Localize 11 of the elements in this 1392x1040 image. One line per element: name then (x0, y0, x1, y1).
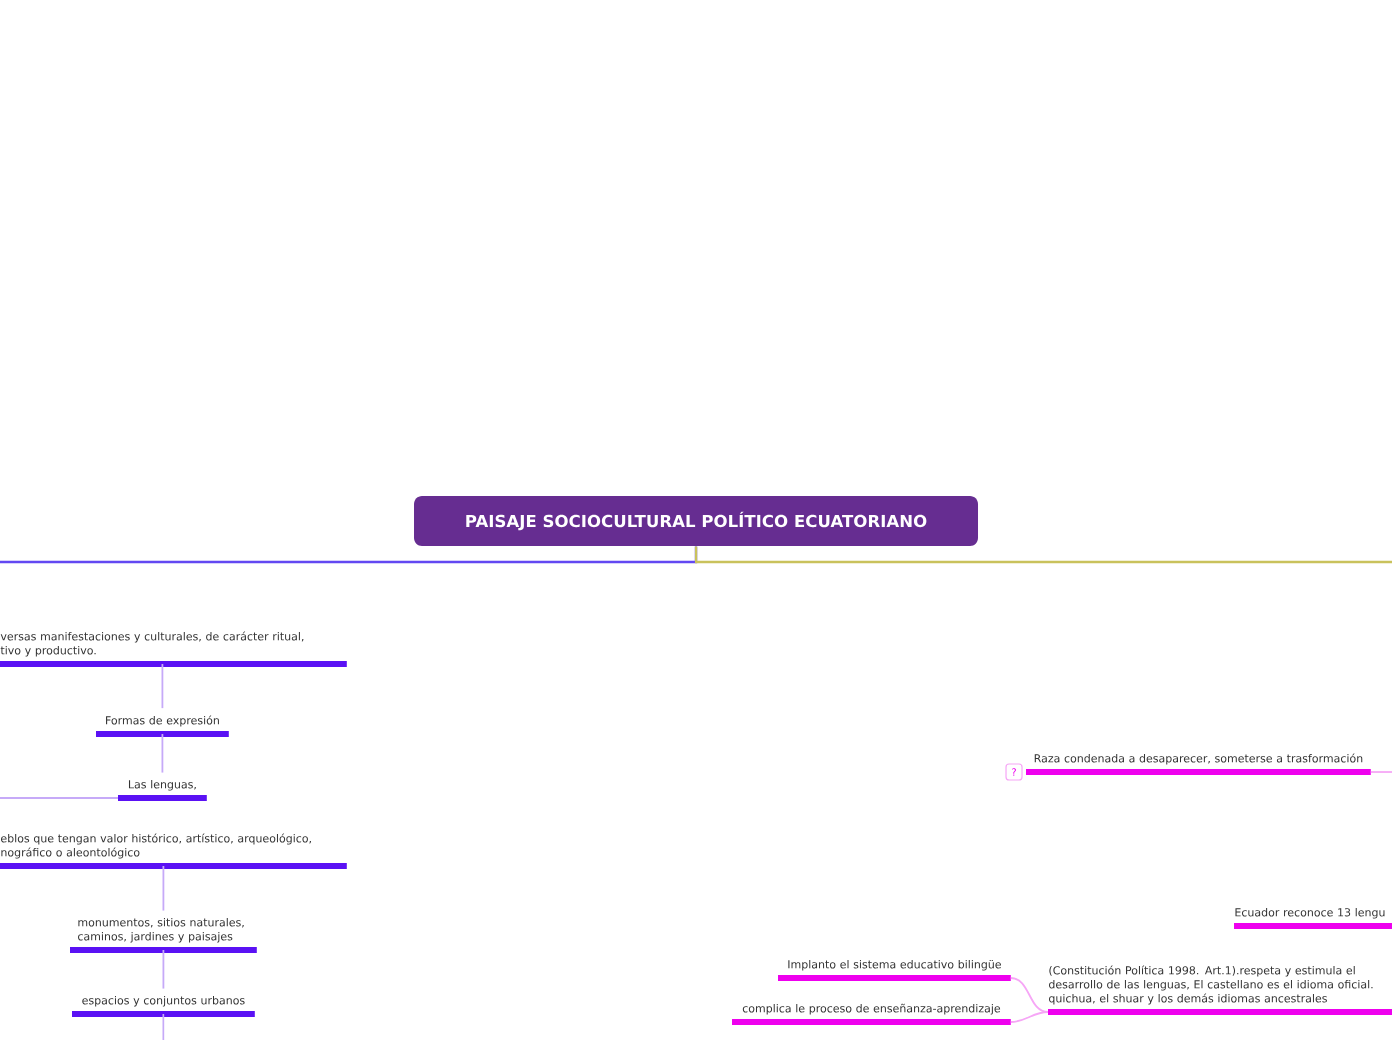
connector-line (161, 733, 164, 774)
connector-line (162, 949, 165, 990)
connector-line (162, 865, 165, 912)
connector-line (161, 663, 164, 710)
branch-line (694, 546, 1392, 564)
central-topic-box: PAISAJE SOCIOCULTURAL POLÍTICO ECUATORIANO (414, 496, 978, 546)
connector-line (1369, 771, 1392, 773)
connector-line (162, 1013, 165, 1040)
connector-line (1009, 977, 1049, 1013)
connector-line (1009, 1011, 1049, 1023)
connector-line (0, 797, 119, 799)
